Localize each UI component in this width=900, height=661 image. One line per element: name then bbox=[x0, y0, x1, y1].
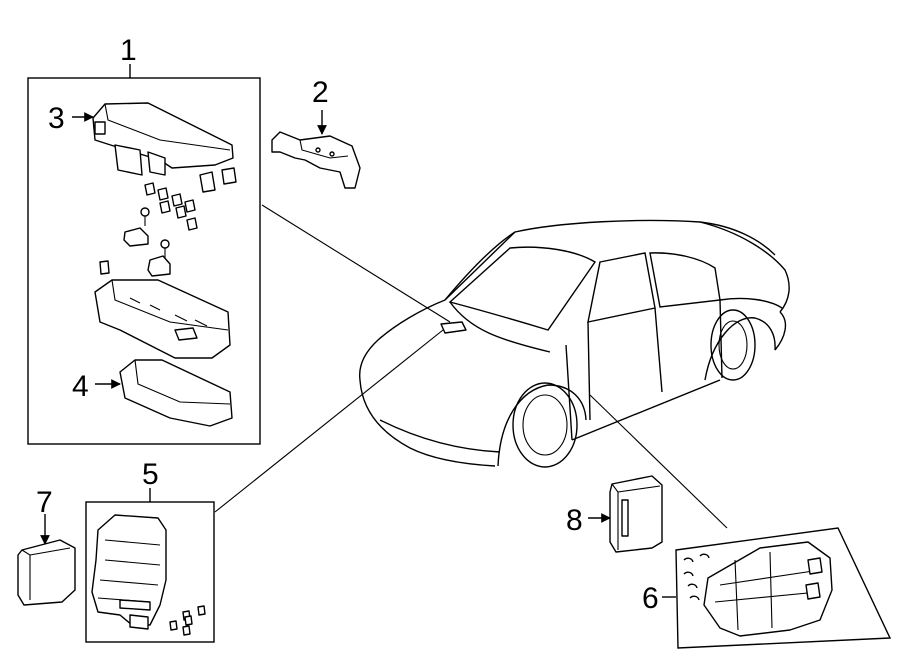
fuse-box-cover bbox=[92, 102, 234, 176]
callout-1: 1 bbox=[120, 34, 137, 67]
group-box-5 bbox=[85, 488, 215, 643]
group-frame-6 bbox=[675, 527, 892, 649]
callout-2: 2 bbox=[312, 76, 329, 109]
callout-7: 7 bbox=[36, 486, 53, 519]
callout-4: 4 bbox=[72, 370, 89, 403]
car-outline bbox=[358, 219, 790, 468]
callout-8: 8 bbox=[566, 504, 583, 537]
control-module-part-7 bbox=[17, 514, 76, 606]
group-box-1 bbox=[27, 64, 261, 445]
callout-6: 6 bbox=[642, 582, 659, 615]
relay-and-fuse-set bbox=[99, 167, 237, 277]
control-module-part-8 bbox=[588, 475, 663, 553]
callout-3: 3 bbox=[48, 102, 65, 135]
callout-5: 5 bbox=[142, 458, 159, 491]
group-frame-1 bbox=[27, 77, 261, 445]
fuse-box-body bbox=[94, 279, 231, 359]
fuse-box-lower-cover bbox=[119, 359, 233, 427]
leader-lines bbox=[214, 204, 728, 529]
group-box-6 bbox=[662, 527, 892, 649]
bracket-part-2 bbox=[271, 110, 361, 189]
